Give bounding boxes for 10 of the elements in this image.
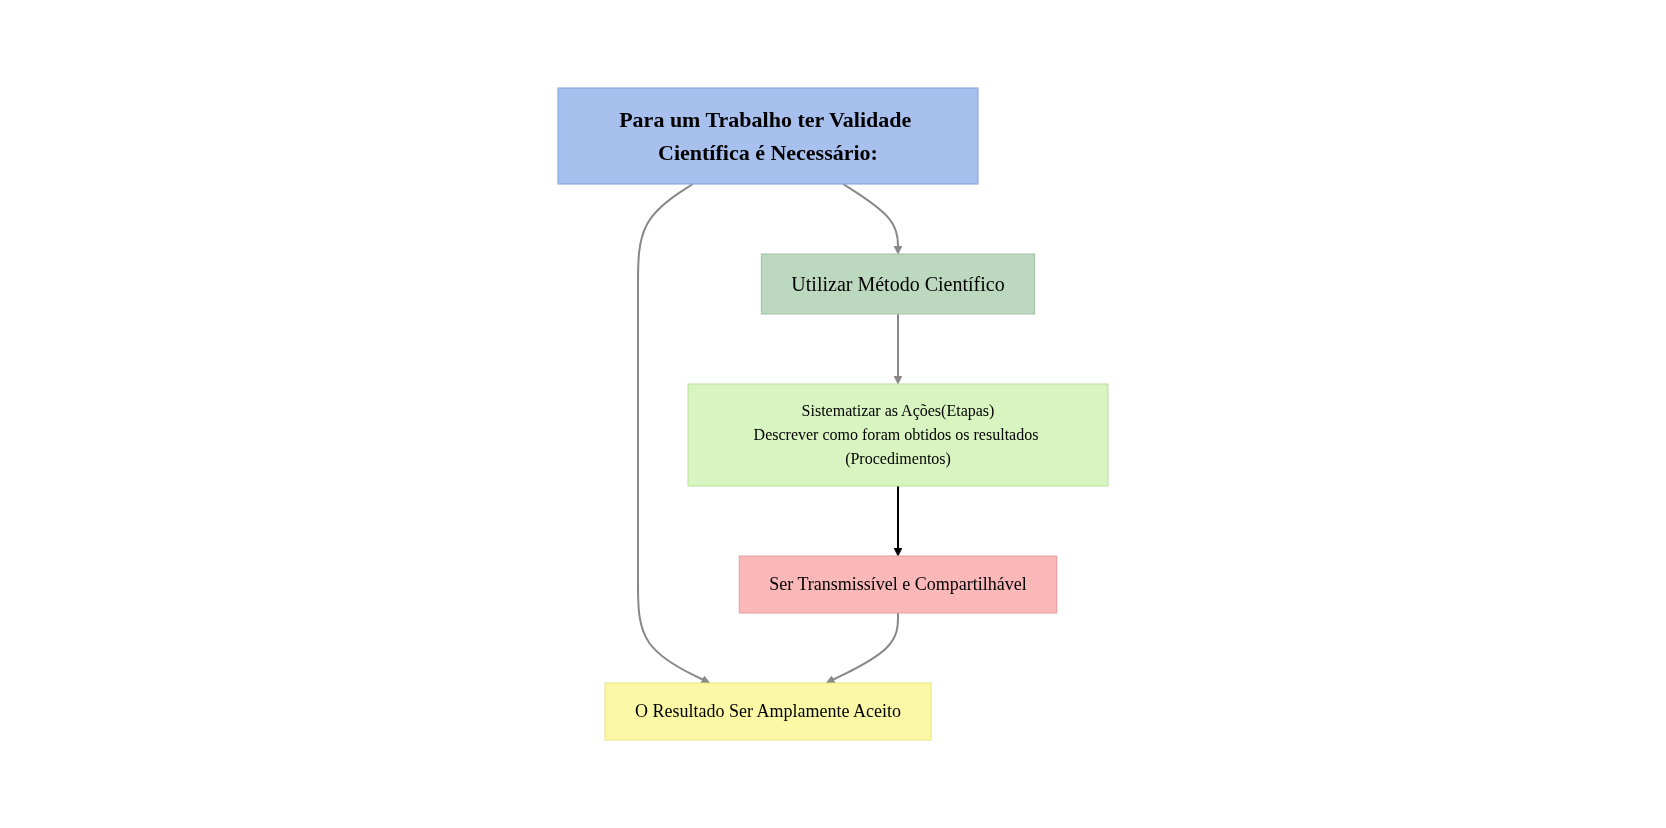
arrow [893,485,903,557]
node-box: Ser Transmissível e Compartilhável [738,555,1058,614]
arrow [842,183,903,255]
node-box: Utilizar Método Científico [760,253,1036,315]
arrow [825,612,899,684]
node-box: Sistematizar as Ações(Etapas) Descrever como foram obtidos os resultados (Procedimentos) [687,383,1109,487]
node-box: O Resultado Ser Amplamente Aceito [604,682,932,741]
arrow [893,313,903,385]
arrow [637,183,711,684]
node-box: Para um Trabalho ter Validade Científica é Necessário: [557,87,979,185]
